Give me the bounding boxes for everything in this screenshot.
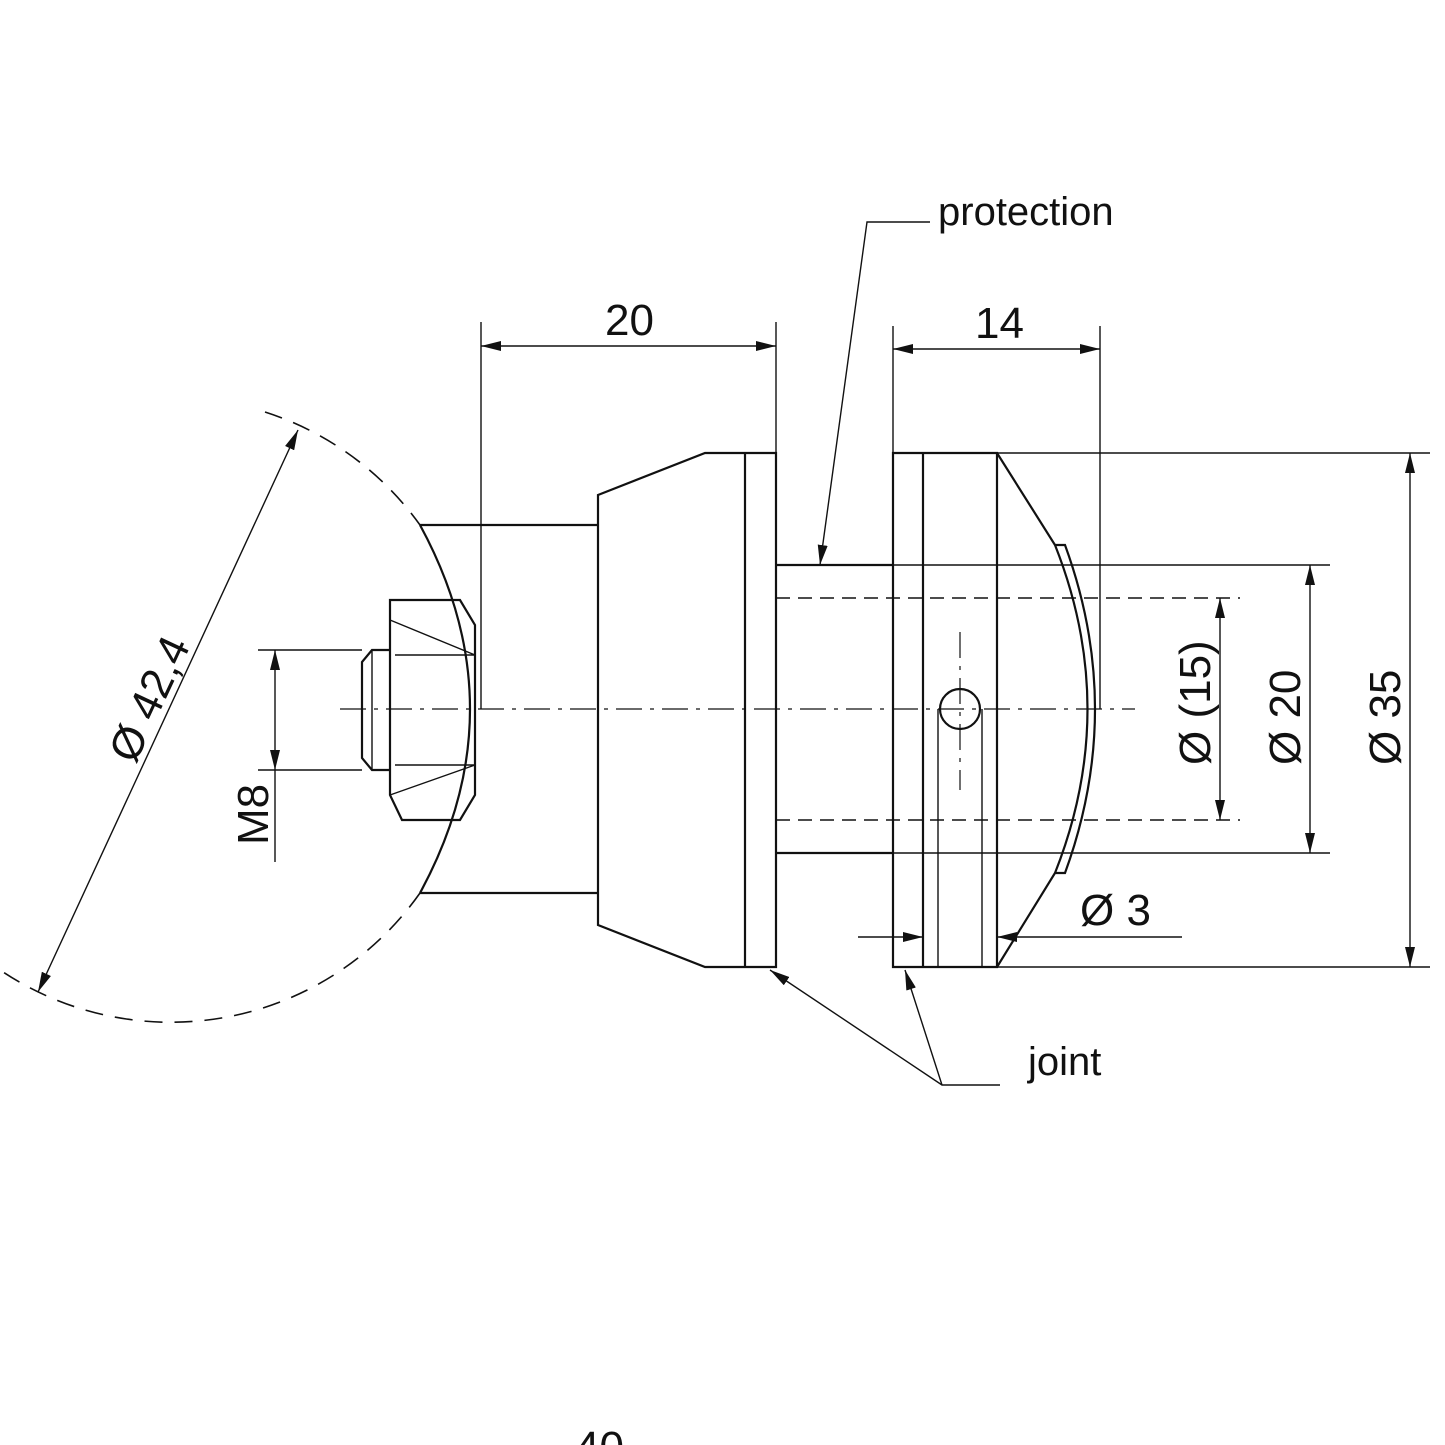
label-dia-3: Ø 3 — [1080, 886, 1151, 935]
page-number: 40 — [575, 1423, 624, 1445]
dim-line-42-4 — [37, 429, 299, 993]
label-dia-15: Ø (15) — [1171, 640, 1220, 765]
label-dia-20: Ø 20 — [1261, 670, 1310, 765]
label-joint: joint — [1027, 1040, 1101, 1084]
hex-nut-detail — [389, 619, 476, 796]
label-protection: protection — [938, 190, 1114, 234]
label-dim-20-top: 20 — [605, 296, 654, 345]
bolt-end — [360, 648, 390, 772]
leader-protection — [817, 221, 930, 566]
right-dome — [996, 452, 1089, 968]
left-cap — [596, 451, 778, 969]
label-dim-14: 14 — [975, 299, 1024, 348]
leader-joint-right — [904, 969, 943, 1086]
tube-outline-dashed — [0, 411, 421, 1024]
label-thread-m8: M8 — [229, 784, 278, 845]
label-dia-35: Ø 35 — [1361, 670, 1410, 765]
label-dia-42-4: Ø 42,4 — [100, 629, 200, 769]
leader-joint-left — [769, 969, 1000, 1086]
hex-nut — [388, 598, 477, 822]
